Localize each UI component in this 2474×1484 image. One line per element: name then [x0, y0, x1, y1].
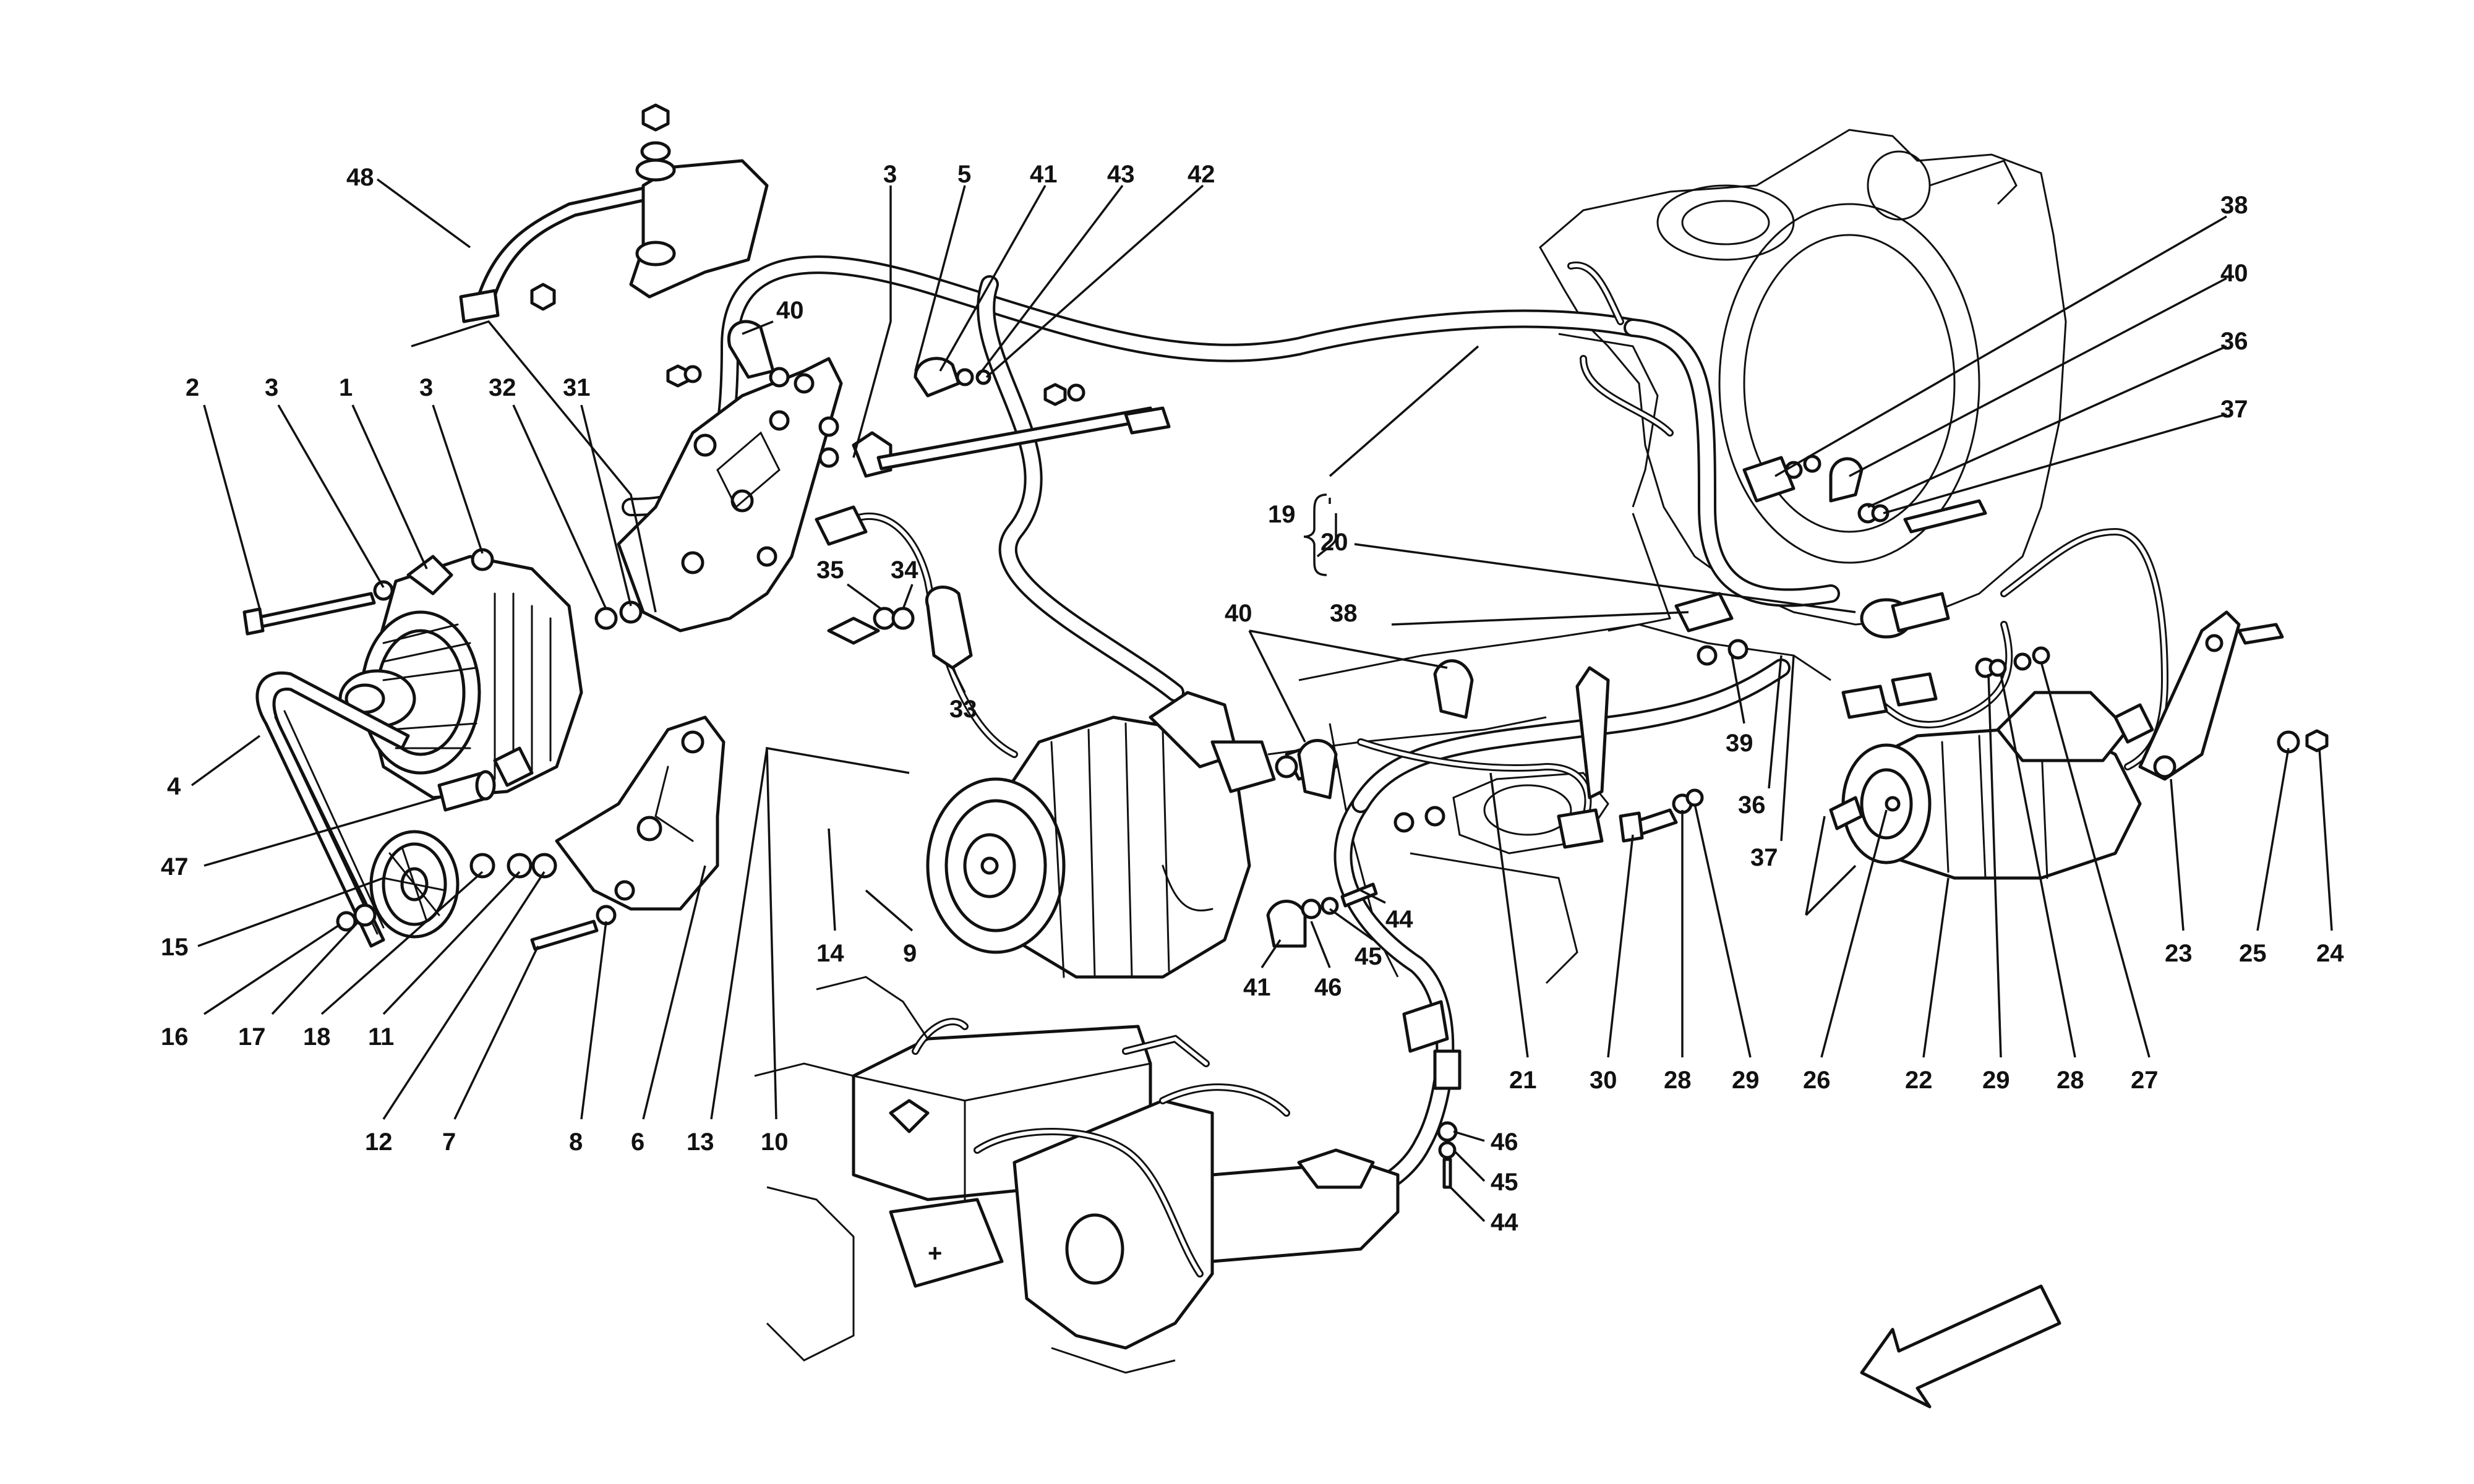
callout-42: 42 [1188, 161, 1215, 188]
callout-12: 12 [365, 1128, 393, 1156]
callout-5: 5 [957, 161, 971, 188]
callout-7: 7 [442, 1128, 456, 1156]
starter-bracket [2138, 610, 2329, 781]
direction-arrow-icon [1860, 1284, 2061, 1409]
callout-11: 11 [368, 1023, 394, 1051]
callout-21: 21 [1509, 1067, 1537, 1094]
callout-36-mid: 36 [1738, 791, 1766, 819]
callout-40-top: 40 [2220, 260, 2248, 287]
callout-22: 22 [1905, 1067, 1933, 1094]
ac-compressor-icon [926, 691, 1338, 979]
callout-19: 19 [1268, 501, 1296, 528]
alternator-bracket [469, 715, 726, 951]
callout-15: 15 [161, 934, 189, 961]
callout-41-top: 41 [1030, 161, 1058, 188]
callout-34: 34 [891, 556, 918, 584]
callout-40-mid: 40 [1225, 600, 1252, 627]
cable-clamps-center [1297, 592, 1748, 849]
callout-37-top: 37 [2220, 396, 2248, 423]
callout-43: 43 [1107, 161, 1135, 188]
callout-45-lower: 45 [1355, 943, 1382, 970]
battery-cable-20 [1265, 659, 1791, 1213]
callout-46-lower: 46 [1314, 974, 1342, 1001]
callout-labels: 48 3 5 41 43 42 38 40 36 37 2 3 1 3 32 3… [161, 161, 2344, 1236]
tensioner-pulley [336, 830, 460, 939]
callout-23: 23 [2165, 940, 2193, 967]
callout-3-top: 3 [883, 161, 897, 188]
battery-plus-symbol: + [928, 1240, 942, 1267]
callout-44-lower: 44 [1385, 906, 1413, 933]
gearbox-housing [1539, 129, 2067, 632]
callout-26: 26 [1803, 1067, 1831, 1094]
callout-16: 16 [161, 1023, 189, 1051]
leader-lines [190, 178, 2333, 1222]
callout-28: 28 [1664, 1067, 1692, 1094]
callout-20: 20 [1320, 529, 1348, 556]
callout-8: 8 [569, 1128, 583, 1156]
lower-fasteners-left [1266, 806, 1445, 948]
upper-clamps-and-fasteners [666, 320, 1171, 546]
callout-38-top: 38 [2220, 192, 2248, 219]
callout-38-mid: 38 [1330, 600, 1358, 627]
callout-40-upper: 40 [776, 297, 804, 324]
callout-18: 18 [303, 1023, 331, 1051]
spacer-sleeve [437, 770, 496, 812]
battery-tray [974, 1034, 1400, 1374]
starter-bolt-set [1619, 788, 1704, 843]
callout-24: 24 [2316, 940, 2344, 967]
callout-3-left: 3 [265, 374, 278, 401]
callout-35: 35 [816, 556, 844, 584]
terminal-parts [827, 586, 973, 670]
callout-36-top: 36 [2220, 328, 2248, 355]
brace-19-20 [1303, 493, 1327, 576]
support-rod [459, 103, 769, 323]
callout-48: 48 [346, 164, 374, 191]
callout-39: 39 [1726, 730, 1753, 757]
callout-44-right: 44 [1491, 1209, 1518, 1236]
callout-30: 30 [1590, 1067, 1617, 1094]
callout-46-right: 46 [1491, 1128, 1518, 1156]
callout-29-right: 29 [1982, 1067, 2010, 1094]
callout-4: 4 [167, 773, 181, 800]
engine-mount-bracket [594, 357, 843, 633]
callout-27: 27 [2131, 1067, 2159, 1094]
callout-9: 9 [903, 940, 917, 967]
callout-45-right: 45 [1491, 1169, 1518, 1196]
upper-right-fasteners [1742, 454, 2050, 719]
drive-belt [255, 672, 410, 948]
callout-33: 33 [949, 696, 977, 723]
callout-1: 1 [339, 374, 353, 401]
alternator-bolt [242, 548, 494, 636]
callout-14: 14 [816, 940, 844, 967]
callout-10: 10 [761, 1128, 789, 1156]
callout-25: 25 [2239, 940, 2267, 967]
callout-13: 13 [687, 1128, 714, 1156]
callout-2: 2 [186, 374, 199, 401]
callout-6: 6 [631, 1128, 644, 1156]
callout-47: 47 [161, 853, 189, 881]
callout-3-mid: 3 [419, 374, 433, 401]
callout-37-mid: 37 [1750, 844, 1778, 871]
callout-29: 29 [1732, 1067, 1760, 1094]
callout-31: 31 [563, 374, 591, 401]
callout-32: 32 [489, 374, 516, 401]
callout-17: 17 [238, 1023, 266, 1051]
callout-28-right: 28 [2057, 1067, 2084, 1094]
callout-41-lower: 41 [1243, 974, 1271, 1001]
